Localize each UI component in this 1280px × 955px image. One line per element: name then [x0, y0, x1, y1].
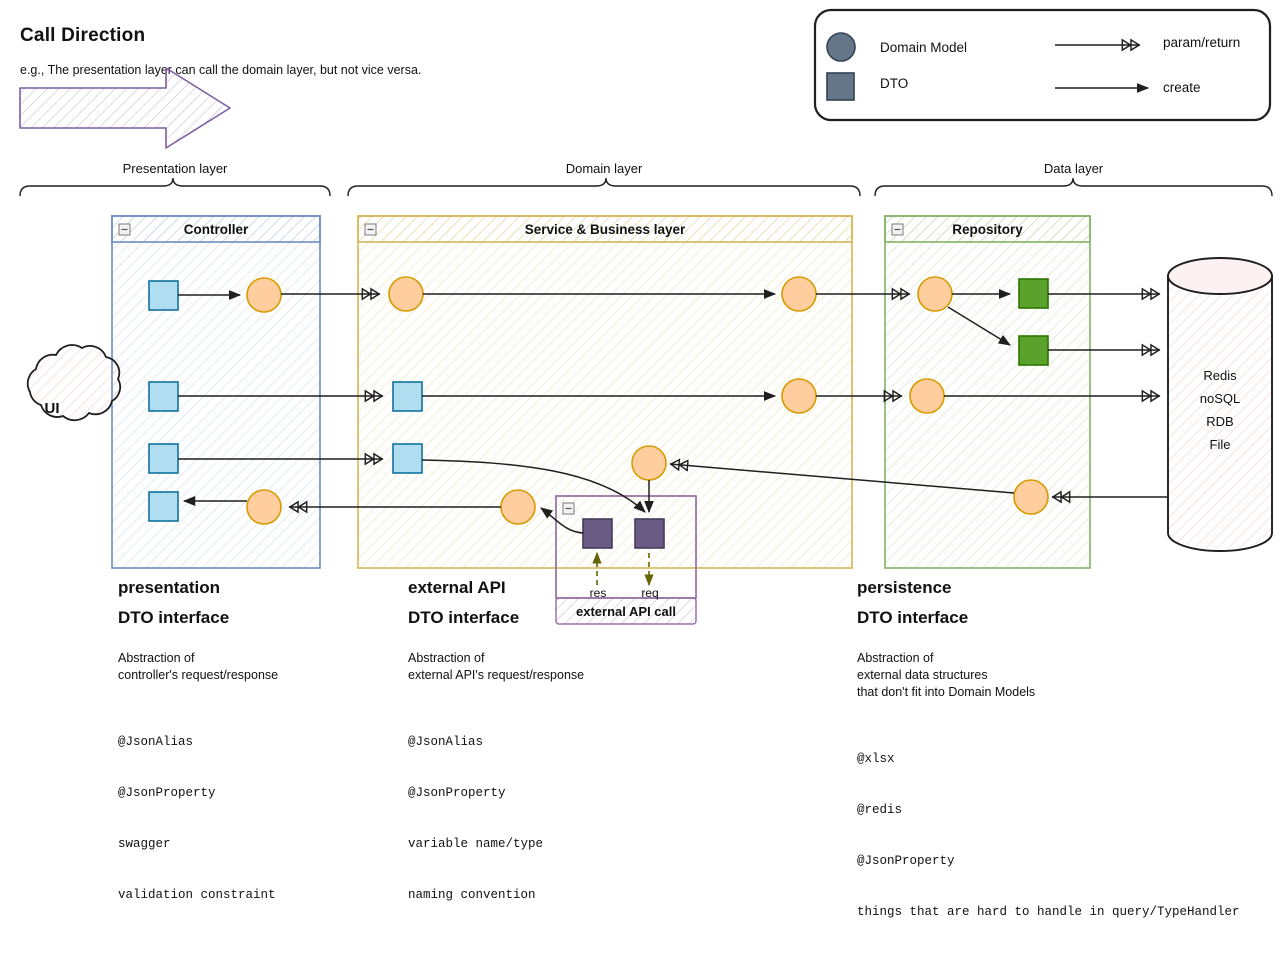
note-annotation: @JsonAlias — [118, 735, 194, 749]
page-subtitle: e.g., The presentation layer can call th… — [20, 63, 422, 77]
diagram-canvas — [19, 8, 1273, 625]
panel-title-service: Service & Business layer — [524, 222, 686, 237]
note-heading-1: external API — [408, 578, 506, 597]
note-desc-line: Abstraction of — [118, 651, 195, 665]
external-api-call-box[interactable] — [555, 495, 697, 625]
domain-model-circle[interactable] — [631, 445, 667, 481]
persistence-note: persistence DTO interface Abstraction of… — [857, 578, 1240, 955]
note-annotation: @xlsx — [857, 752, 895, 766]
note-desc-line: Abstraction of — [857, 651, 934, 665]
legend-domain-model-swatch — [826, 32, 856, 62]
domain-model-circle[interactable] — [909, 378, 945, 414]
api-label-req: req — [641, 586, 659, 600]
note-annotation: @JsonProperty — [408, 786, 506, 800]
dto-square[interactable] — [392, 443, 423, 474]
dto-square — [148, 443, 179, 474]
note-heading-2: DTO interface — [118, 608, 230, 627]
legend-label-domain-model: Domain Model — [880, 40, 968, 55]
dto-square — [148, 381, 179, 412]
note-heading-2: DTO interface — [857, 608, 969, 627]
panel-service-business[interactable] — [357, 215, 853, 569]
bracket-domain — [347, 177, 861, 197]
legend-label-dto: DTO — [880, 76, 909, 91]
legend-box — [813, 8, 1272, 122]
external-api-call-title: external API call — [576, 604, 676, 619]
api-dto-square-res[interactable] — [582, 518, 613, 549]
domain-model-circle[interactable] — [1013, 479, 1049, 515]
page-title: Call Direction — [20, 25, 146, 46]
domain-model-circle[interactable] — [917, 276, 953, 312]
datastore-line-4: File — [1209, 437, 1231, 452]
edge-create-curve — [421, 459, 646, 513]
layer-label-presentation: Presentation layer — [122, 161, 228, 176]
note-desc-line: external API's request/response — [408, 668, 585, 682]
bracket-data — [874, 177, 1273, 197]
legend-label-create: create — [1163, 80, 1201, 95]
panel-controller[interactable] — [111, 215, 321, 569]
datastore-line-2: noSQL — [1199, 391, 1241, 406]
ui-label: UI — [44, 400, 60, 417]
dto-square — [148, 491, 179, 522]
note-annotation: @JsonProperty — [118, 786, 216, 800]
note-desc-line: that don't fit into Domain Models — [857, 685, 1036, 699]
note-heading-1: presentation — [118, 578, 221, 597]
panel-title-repository: Repository — [952, 222, 1023, 237]
presentation-note: presentation DTO interface Abstraction o… — [118, 578, 278, 938]
ui-cloud-node[interactable] — [26, 344, 122, 422]
dto-square — [148, 280, 179, 311]
datastore-line-1: Redis — [1203, 368, 1237, 383]
domain-model-circle[interactable] — [781, 276, 817, 312]
edge-create-curve — [540, 507, 584, 534]
datastore-cylinder[interactable] — [1167, 257, 1273, 552]
layer-label-domain: Domain layer — [565, 161, 643, 176]
legend-label-param-return: param/return — [1163, 35, 1241, 50]
domain-model-circle[interactable] — [246, 489, 282, 525]
note-annotation: @JsonAlias — [408, 735, 484, 749]
note-heading-1: persistence — [857, 578, 952, 597]
external-api-call-title-bar — [555, 597, 697, 625]
edge-create — [947, 306, 1011, 346]
note-heading-2: DTO interface — [408, 608, 520, 627]
persistence-dto-square[interactable] — [1018, 278, 1049, 309]
panel-title-controller: Controller — [183, 222, 249, 237]
note-annotation: swagger — [118, 837, 171, 851]
note-annotation: validation constraint — [118, 888, 276, 902]
call-direction-arrow-icon — [19, 67, 231, 149]
bracket-presentation — [19, 177, 331, 197]
note-desc-line: controller's request/response — [118, 668, 279, 682]
domain-model-circle[interactable] — [781, 378, 817, 414]
datastore-line-3: RDB — [1206, 414, 1234, 429]
dto-square[interactable] — [392, 381, 423, 412]
layer-label-data: Data layer — [1043, 161, 1104, 176]
note-annotation: @JsonProperty — [857, 854, 955, 868]
domain-model-circle[interactable] — [246, 277, 282, 313]
domain-model-circle[interactable] — [388, 276, 424, 312]
note-annotation: @redis — [857, 803, 903, 817]
edge-param-return — [670, 464, 1015, 494]
note-desc-line: Abstraction of — [408, 651, 485, 665]
flow-edges — [178, 294, 1168, 534]
layer-brackets — [19, 177, 1273, 197]
domain-model-circle[interactable] — [500, 489, 536, 525]
note-annotation: things that are hard to handle in query/… — [857, 905, 1240, 919]
note-annotation: naming convention — [408, 888, 536, 902]
api-label-res: res — [589, 586, 607, 600]
legend-dto-swatch — [826, 72, 855, 101]
api-dto-square-req[interactable] — [634, 518, 665, 549]
persistence-dto-square[interactable] — [1018, 335, 1049, 366]
note-annotation: variable name/type — [408, 837, 544, 851]
note-desc-line: external data structures — [857, 668, 988, 682]
external-api-note: external API DTO interface Abstraction o… — [408, 578, 584, 938]
